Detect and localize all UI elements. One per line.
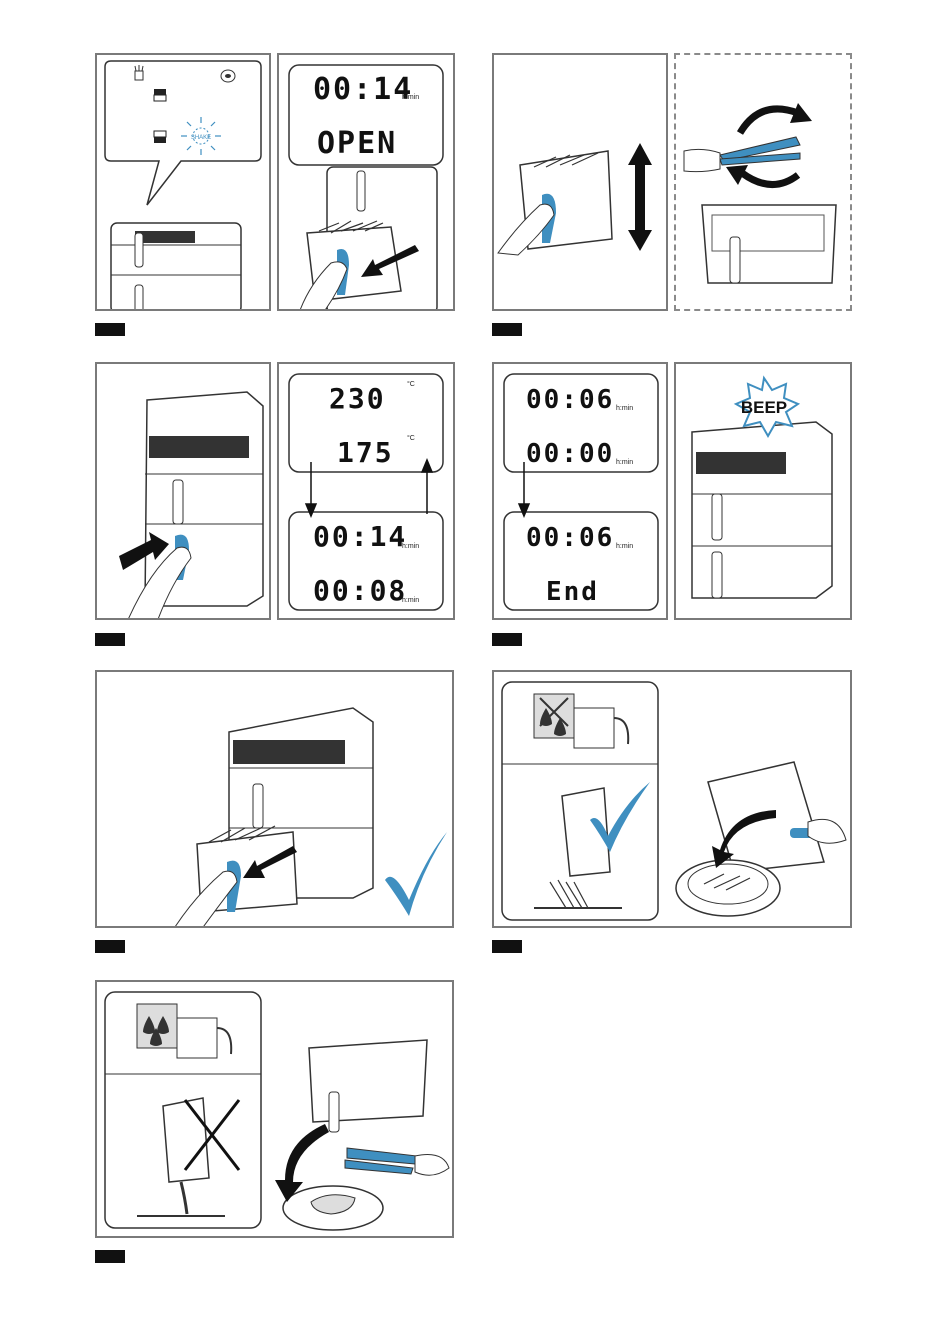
step-tag-4 (492, 633, 522, 646)
step-tag-1 (95, 323, 125, 336)
step4-panel-display: 00:06 h:min 00:00 h:min 00:06 h:min End (492, 362, 668, 620)
step-tag-6 (492, 940, 522, 953)
step-tag-7 (95, 1250, 125, 1263)
step-tag-2 (492, 323, 522, 336)
lcd-time-b: 00:00 (526, 439, 614, 469)
step4-panel-beep: BEEP (674, 362, 852, 620)
shake-icon: SHAKE (181, 117, 221, 155)
lcd-temp-bottom: 175 (337, 436, 394, 469)
lcd-end: End (546, 577, 599, 607)
lcd-temp-top: 230 (329, 382, 386, 415)
lcd-time-unit-top: h:min (402, 543, 419, 550)
step1-panel-open: 00:14 h:min OPEN (277, 53, 455, 311)
step-tag-3 (95, 633, 125, 646)
lcd-time-top: 00:14 (313, 520, 407, 553)
step1-panel-display: SHAKE (95, 53, 271, 311)
tongs-icon (720, 137, 800, 165)
lcd-time-a: 00:06 (526, 385, 614, 415)
lcd-temp-unit-top: °C (407, 380, 415, 388)
lcd-status: OPEN (317, 126, 397, 161)
lcd-unit-b: h:min (616, 459, 633, 466)
tongs-icon (345, 1148, 417, 1174)
lcd-unit: h:min (402, 94, 419, 101)
step5-panel-remove-basket (95, 670, 454, 928)
lcd-time-c: 00:06 (526, 523, 614, 553)
step2-panel-tongs (674, 53, 852, 311)
step2-panel-shake (492, 53, 668, 311)
lcd-temp-unit-bottom: °C (407, 434, 415, 442)
lcd-unit-c: h:min (616, 543, 633, 550)
step3-panel-display: 230 °C 175 °C 00:14 h:min 00:08 h:min (277, 362, 455, 620)
lcd-time: 00:14 (313, 72, 413, 107)
lcd-time-bottom: 00:08 (313, 574, 407, 607)
step6-panel-serve (492, 670, 852, 928)
step7-panel-steak (95, 980, 454, 1238)
check-icon (385, 832, 447, 916)
lcd-unit-a: h:min (616, 405, 633, 412)
lcd-time-unit-bottom: h:min (402, 597, 419, 604)
beep-label: BEEP (741, 398, 787, 417)
step3-panel-close (95, 362, 271, 620)
shake-label: SHAKE (191, 135, 211, 141)
arrow-icon (628, 143, 652, 251)
step-tag-5 (95, 940, 125, 953)
